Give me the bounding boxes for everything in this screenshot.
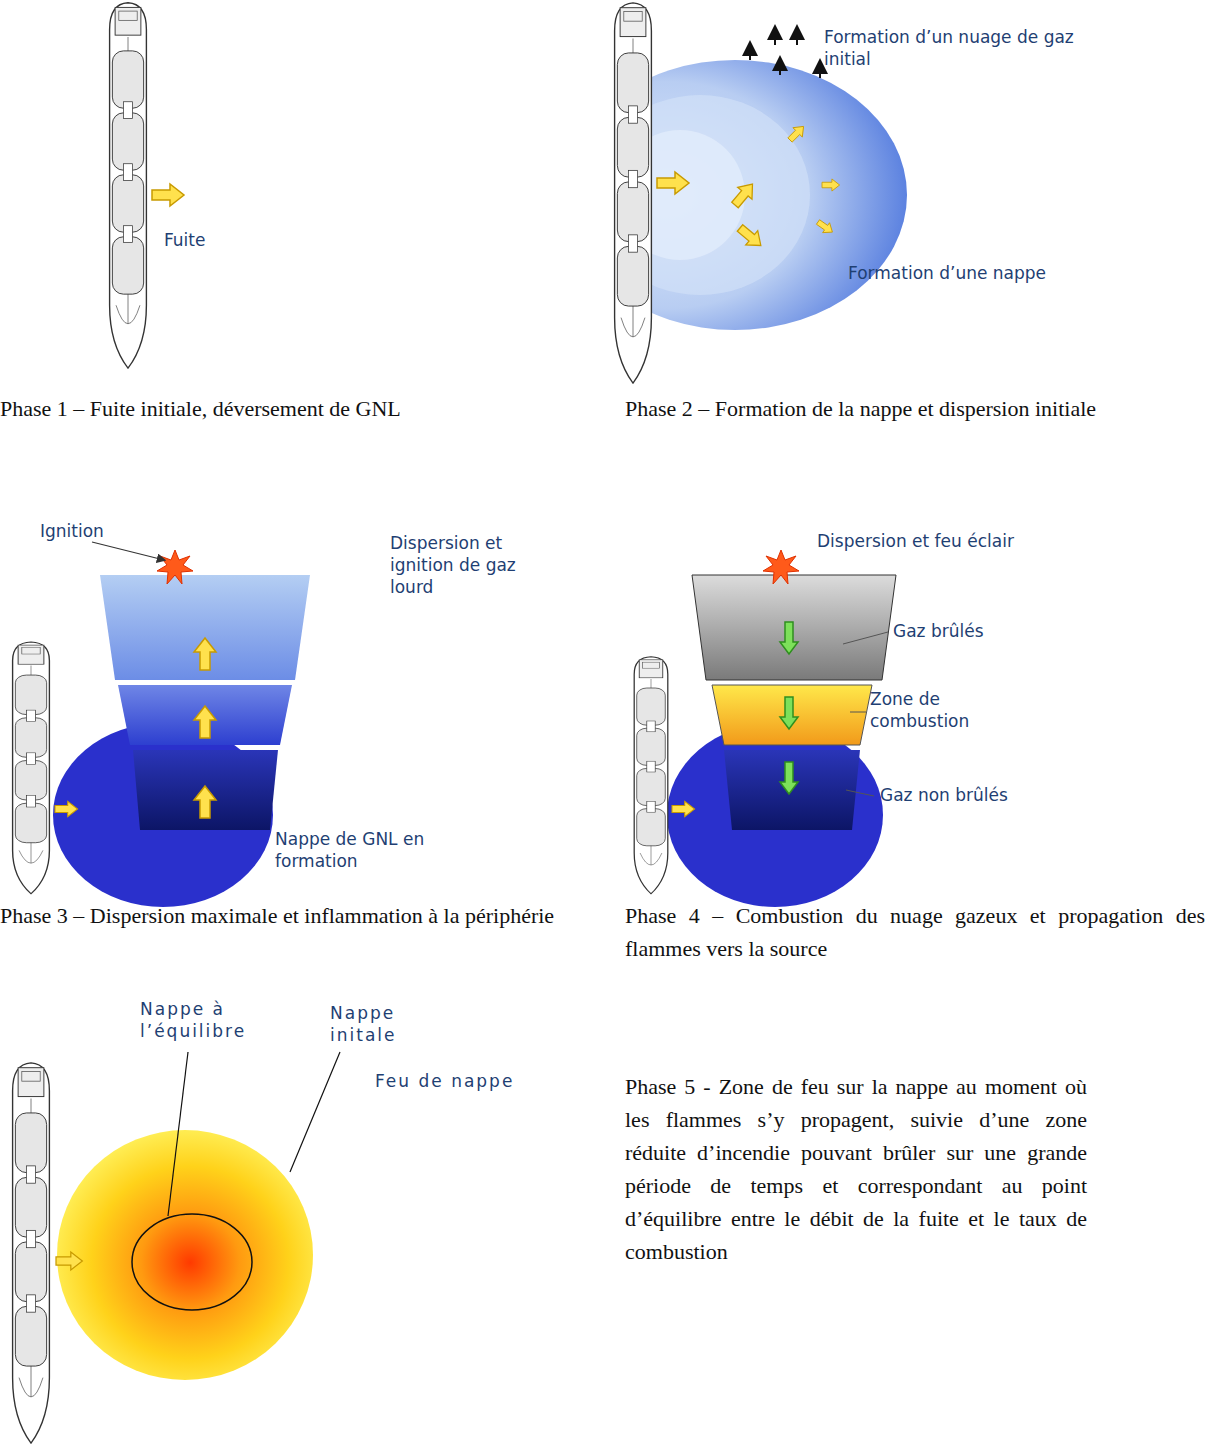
phase-caption: Phase 5 - Zone de feu sur la nappe au mo…: [625, 1070, 1087, 1268]
leak-label: Fuite: [164, 229, 254, 251]
equilibrium-pool-label: Nappe à l’équilibre: [140, 998, 270, 1042]
pool-fire-label: Feu de nappe: [375, 1070, 545, 1092]
phase-caption: Phase 3 – Dispersion maximale et inflamm…: [0, 899, 580, 932]
dispersion-label: Dispersion et ignition de gaz lourd: [390, 532, 550, 598]
burnt-gas-label: Gaz brûlés: [893, 620, 1033, 642]
initial-pool-label: Nappe initale: [330, 1002, 440, 1046]
phase-caption: Phase 1 – Fuite initiale, déversement de…: [0, 392, 580, 425]
unburnt-gas-label: Gaz non brûlés: [880, 784, 1050, 806]
phase-caption: Phase 2 – Formation de la nappe et dispe…: [625, 392, 1205, 425]
phase-caption: Phase 4 – Combustion du nuage gazeux et …: [625, 899, 1205, 965]
combustion-zone-label: Zone de combustion: [870, 688, 1000, 732]
flash-fire-label: Dispersion et feu éclair: [817, 530, 1057, 552]
pool-label: Nappe de GNL en formation: [275, 828, 465, 872]
pool-label: Formation d’une nappe: [848, 262, 1048, 284]
cloud-label: Formation d’un nuage de gaz initial: [824, 26, 1084, 70]
ignition-label: Ignition: [40, 520, 130, 542]
